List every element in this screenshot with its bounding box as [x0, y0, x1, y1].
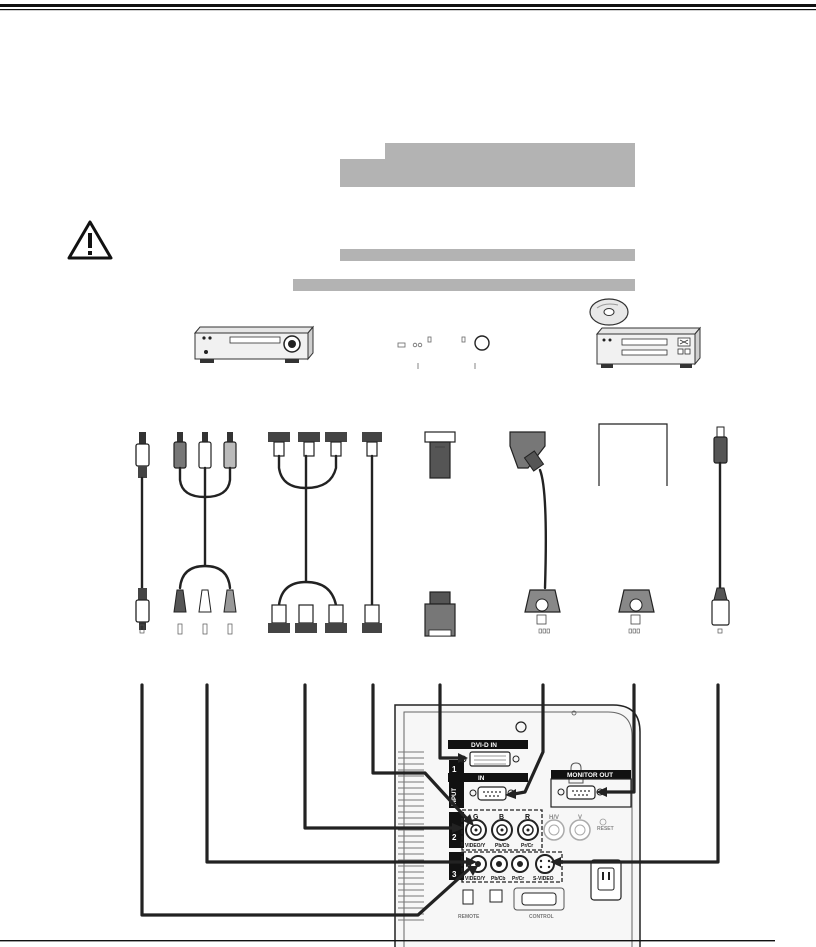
- outline-cable-bracket: [598, 423, 668, 634]
- pb-cb-label-3: Pb/Cb: [491, 876, 505, 882]
- video-y-label-2: VIDEO/Y: [465, 843, 486, 849]
- scart-cable: [509, 431, 561, 634]
- bnc-r-port[interactable]: [517, 819, 539, 841]
- input-label: INPUT: [452, 788, 458, 806]
- bnc-v-port[interactable]: [569, 819, 591, 841]
- s-video-port[interactable]: [535, 854, 555, 874]
- vent-grille: [398, 751, 424, 921]
- bnc-b-port[interactable]: [491, 819, 513, 841]
- pb-cb-label-2: Pb/Cb: [495, 843, 509, 849]
- v-label: V: [578, 815, 582, 821]
- bnc-cable: [268, 432, 347, 633]
- warning-icon: [67, 220, 113, 260]
- bnc-g-port[interactable]: [465, 819, 487, 841]
- control-port[interactable]: [521, 892, 557, 906]
- dvi-cable: [424, 431, 456, 637]
- footer-rule: [0, 940, 775, 942]
- r-label: R: [525, 814, 530, 821]
- header-rule: [0, 4, 816, 11]
- dvd-player-icon: [595, 326, 702, 368]
- projector-rear-panel: INPUT 1 2 3 DVI-D IN IN MONITOR OUT: [394, 704, 641, 947]
- rca-component-cable: [173, 432, 237, 635]
- pr-cr-label-3: Pr/Cr: [512, 876, 524, 882]
- s-video-label: S-VIDEO: [533, 876, 554, 882]
- s-video-cable: [711, 426, 730, 634]
- vga-in-port[interactable]: [477, 786, 507, 801]
- rca-video-cable: [135, 432, 150, 634]
- input-1-label: 1: [452, 765, 457, 774]
- rca-pr-port[interactable]: [511, 855, 529, 873]
- g-label: G: [473, 814, 479, 821]
- remote-port[interactable]: [462, 889, 474, 905]
- bnc-single-cable: [362, 432, 382, 633]
- rca-pb-port[interactable]: [490, 855, 508, 873]
- input-3-label: 3: [452, 870, 457, 879]
- hv-label: H/V: [549, 815, 559, 821]
- pr-cr-label-2: Pr/Cr: [521, 843, 533, 849]
- redacted-text-block: [293, 143, 635, 291]
- reset-label: RESET: [597, 826, 614, 832]
- remote-label: REMOTE: [458, 914, 480, 920]
- usb-port[interactable]: [489, 889, 503, 903]
- monitor-out-label: MONITOR OUT: [567, 772, 613, 779]
- input-2-label: 2: [452, 833, 457, 842]
- vcr-icon: [193, 325, 315, 363]
- dvi-d-in-label: DVI-D IN: [471, 742, 497, 749]
- control-label: CONTROL: [529, 914, 554, 920]
- vga-in-label: IN: [478, 775, 485, 782]
- disc-icon: [589, 298, 629, 326]
- dvi-d-in-port[interactable]: [469, 751, 511, 767]
- b-label: B: [499, 814, 504, 821]
- bnc-hv-port[interactable]: [543, 819, 565, 841]
- video-y-label-3: VIDEO/Y: [465, 876, 486, 882]
- monitor-out-port[interactable]: [566, 785, 596, 800]
- av-device-icon: [397, 335, 490, 369]
- connection-wires: [140, 683, 720, 917]
- power-inlet[interactable]: [590, 859, 622, 901]
